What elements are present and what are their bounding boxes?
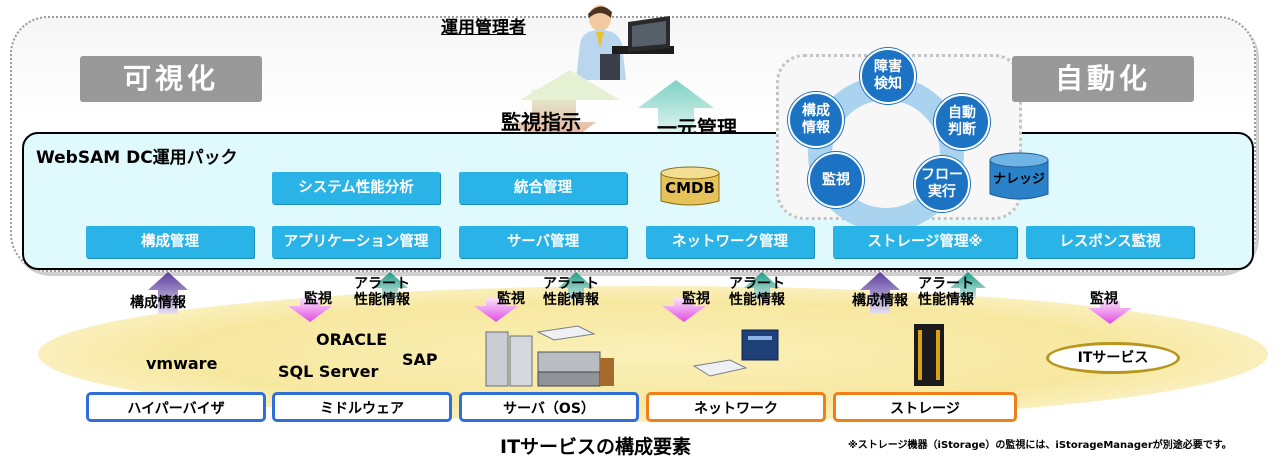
config-info-label-1: 構成情報 [130, 295, 186, 311]
automate-label: 自動化 [1012, 56, 1194, 102]
monitor-label-2: 監視 [497, 291, 525, 307]
module-storage-management: ストレージ管理※ [833, 226, 1017, 258]
monitoring-arrows [148, 272, 1132, 324]
cycle-node-config-info: 構成 情報 [788, 92, 844, 148]
monitor-label-3: 監視 [682, 291, 710, 307]
network-hardware-image [692, 329, 779, 377]
monitor-instruction-label: 監視指示 [501, 110, 581, 134]
component-middleware: ミドルウェア [272, 392, 452, 422]
cmdb-label: CMDB [665, 179, 715, 197]
module-integrated-management: 統合管理 [459, 172, 627, 204]
alert-perf-label-3: アラート 性能情報 [729, 276, 785, 308]
alert-perf-label-2: アラート 性能情報 [543, 276, 599, 308]
module-system-perf-analysis: システム性能分析 [272, 172, 440, 204]
cycle-node-flow-exec: フロー 実行 [914, 156, 970, 212]
visualize-label: 可視化 [80, 56, 262, 102]
monitor-label-4: 監視 [1090, 291, 1118, 307]
monitor-label-1: 監視 [304, 291, 332, 307]
cycle-node-fault-detect: 障害 検知 [860, 48, 916, 104]
pack-title: WebSAM DC運用パック [36, 148, 238, 168]
vmware-logo: vmware [146, 354, 218, 373]
operator-person-icon [576, 5, 674, 80]
knowledge-label: ナレッジ [992, 172, 1045, 187]
module-server-management: サーバ管理 [459, 226, 627, 258]
module-application-management: アプリケーション管理 [272, 226, 440, 258]
oracle-logo: ORACLE [316, 330, 388, 349]
unified-management-arrow [638, 80, 714, 138]
alert-perf-label-4: アラート 性能情報 [918, 276, 974, 308]
component-storage: ストレージ [833, 392, 1017, 422]
operator-ground-shape [520, 70, 620, 100]
storage-footnote: ※ストレージ機器（iStorage）の監視には、iStorageManagerが… [848, 440, 1232, 451]
knowledge-db-icon [989, 152, 1049, 200]
cycle-node-monitor: 監視 [808, 152, 864, 208]
component-server-os: サーバ（OS） [459, 392, 639, 422]
cycle-node-auto-judge: 自動 判断 [934, 94, 990, 150]
component-network: ネットワーク [646, 392, 826, 422]
config-info-label-2: 構成情報 [852, 293, 908, 309]
operator-label: 運用管理者 [441, 18, 526, 38]
it-service-oval: ITサービス [1046, 342, 1180, 374]
alert-perf-label-1: アラート 性能情報 [354, 276, 410, 308]
sap-logo: SAP [402, 350, 438, 369]
module-response-monitoring: レスポンス監視 [1026, 226, 1194, 258]
server-hardware-image [485, 325, 614, 387]
storage-hardware-image [914, 324, 944, 386]
module-config-management: 構成管理 [86, 226, 254, 258]
cmdb-db-icon [660, 166, 720, 206]
module-network-management: ネットワーク管理 [646, 226, 814, 258]
component-hypervisor: ハイパーバイザ [86, 392, 266, 422]
footer-title: ITサービスの構成要素 [500, 436, 692, 458]
sql-server-logo: SQL Server [278, 362, 379, 381]
